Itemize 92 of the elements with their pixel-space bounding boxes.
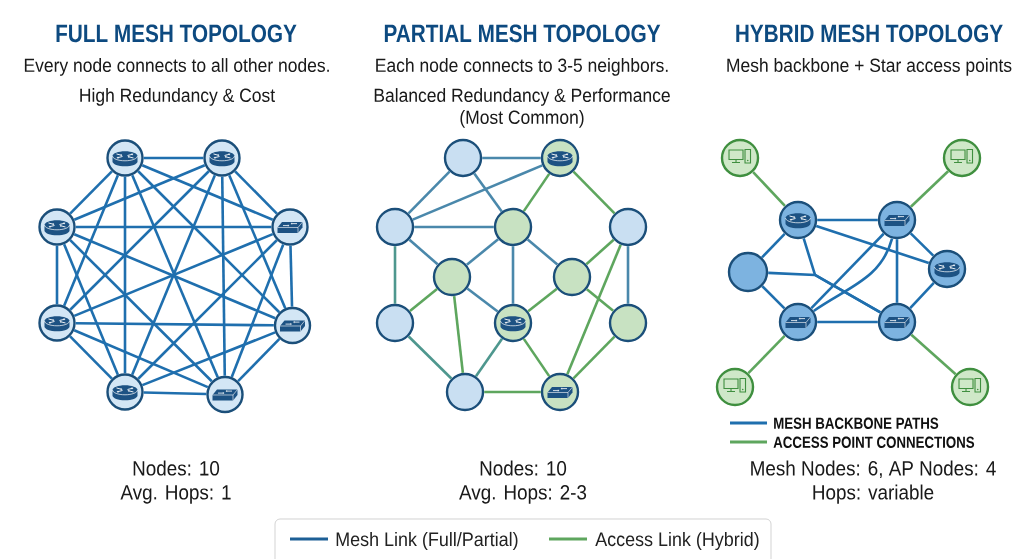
link-line bbox=[408, 238, 439, 266]
stats-text: Hops: variable bbox=[813, 484, 934, 504]
link-line bbox=[511, 246, 515, 304]
link-line bbox=[143, 391, 207, 396]
link-line bbox=[909, 282, 935, 309]
panel-heading: PARTIAL MESH TOPOLOGY bbox=[384, 24, 661, 43]
link-line bbox=[414, 225, 494, 229]
link-line bbox=[234, 170, 278, 215]
link-line bbox=[141, 164, 274, 221]
link-line bbox=[761, 285, 786, 310]
node-circle bbox=[727, 251, 769, 293]
link-line bbox=[220, 176, 227, 376]
legend-label: MESH BACKBONE PATHS bbox=[774, 417, 939, 429]
link-line bbox=[69, 239, 213, 383]
link-line bbox=[407, 335, 453, 380]
link-line bbox=[407, 170, 451, 215]
link-line bbox=[817, 218, 878, 222]
link-line bbox=[626, 246, 630, 304]
link-line bbox=[910, 333, 957, 376]
description-text: Each node connects to 3-5 neighbors. bbox=[376, 58, 668, 76]
link-line bbox=[466, 287, 499, 313]
link-line bbox=[73, 164, 206, 221]
legend-label: Access Link (Hybrid) bbox=[595, 531, 759, 551]
panel-heading: HYBRID MESH TOPOLOGY bbox=[736, 24, 1003, 43]
link-line bbox=[452, 295, 465, 374]
stats-text: Nodes: 10 bbox=[480, 460, 567, 476]
description-text: Every node connects to all other nodes. bbox=[24, 58, 329, 76]
node-circle bbox=[375, 303, 415, 343]
link-line bbox=[815, 224, 930, 265]
node-circle bbox=[493, 207, 533, 247]
link-line bbox=[473, 172, 503, 213]
link-line bbox=[526, 238, 559, 266]
link-line bbox=[813, 238, 894, 313]
link-line bbox=[69, 335, 113, 380]
link-line bbox=[69, 170, 210, 311]
note-text: High Redundancy & Cost bbox=[80, 88, 275, 106]
stats-text: Avg. Hops: 1 bbox=[120, 485, 231, 504]
link-line bbox=[768, 271, 881, 314]
link-line bbox=[137, 170, 281, 314]
description-text: Mesh backbone + Star access points bbox=[727, 58, 1012, 76]
node-circle bbox=[445, 372, 485, 412]
link-line bbox=[230, 243, 285, 378]
stats-text: Avg. Hops: 2-3 bbox=[459, 485, 587, 504]
link-line bbox=[909, 232, 935, 257]
note-text: Balanced Redundancy & Performance (Most Common) bbox=[374, 88, 670, 128]
node-circle bbox=[375, 207, 415, 247]
link-line bbox=[910, 170, 949, 208]
link-line bbox=[409, 288, 438, 312]
link-line bbox=[572, 335, 616, 380]
link-line bbox=[810, 232, 885, 310]
link-line bbox=[69, 170, 113, 215]
link-line bbox=[522, 338, 551, 377]
link-line bbox=[484, 390, 541, 394]
legend-label: ACCESS POINT CONNECTIONS bbox=[773, 436, 975, 448]
link-line bbox=[137, 239, 278, 380]
link-line bbox=[237, 337, 281, 383]
link-line bbox=[412, 164, 543, 221]
panel-heading: FULL MESH TOPOLOGY bbox=[56, 24, 297, 43]
link-line bbox=[586, 288, 614, 312]
link-line bbox=[566, 244, 622, 375]
link-line bbox=[123, 176, 127, 374]
link-line bbox=[747, 334, 786, 375]
link-line bbox=[55, 245, 59, 305]
link-line bbox=[73, 329, 209, 389]
link-line bbox=[817, 320, 878, 324]
link-line bbox=[143, 156, 204, 160]
node-circle bbox=[432, 257, 472, 297]
link-line bbox=[466, 238, 499, 266]
stats-text: Mesh Nodes: 6, AP Nodes: 4 bbox=[751, 460, 996, 478]
link-line bbox=[761, 232, 786, 259]
link-line bbox=[228, 174, 287, 309]
link-line bbox=[474, 338, 504, 377]
link-line bbox=[752, 171, 786, 207]
node-circle bbox=[443, 138, 483, 178]
link-line bbox=[62, 243, 120, 376]
link-line bbox=[482, 156, 541, 160]
link-line bbox=[585, 238, 615, 266]
link-line bbox=[522, 173, 551, 212]
link-line bbox=[141, 331, 276, 387]
link-line bbox=[572, 170, 616, 215]
legend-label: Mesh Link (Full/Partial) bbox=[336, 531, 518, 551]
link-line bbox=[527, 287, 558, 313]
link-line bbox=[75, 225, 272, 229]
stats-text: Nodes: 10 bbox=[133, 460, 220, 476]
link-line bbox=[75, 321, 274, 327]
link-line bbox=[895, 239, 899, 303]
node-circle bbox=[552, 257, 592, 297]
node-circle bbox=[608, 207, 648, 247]
node-circle bbox=[608, 303, 648, 343]
link-line bbox=[393, 246, 397, 304]
link-line bbox=[62, 174, 120, 307]
link-line bbox=[289, 245, 294, 307]
